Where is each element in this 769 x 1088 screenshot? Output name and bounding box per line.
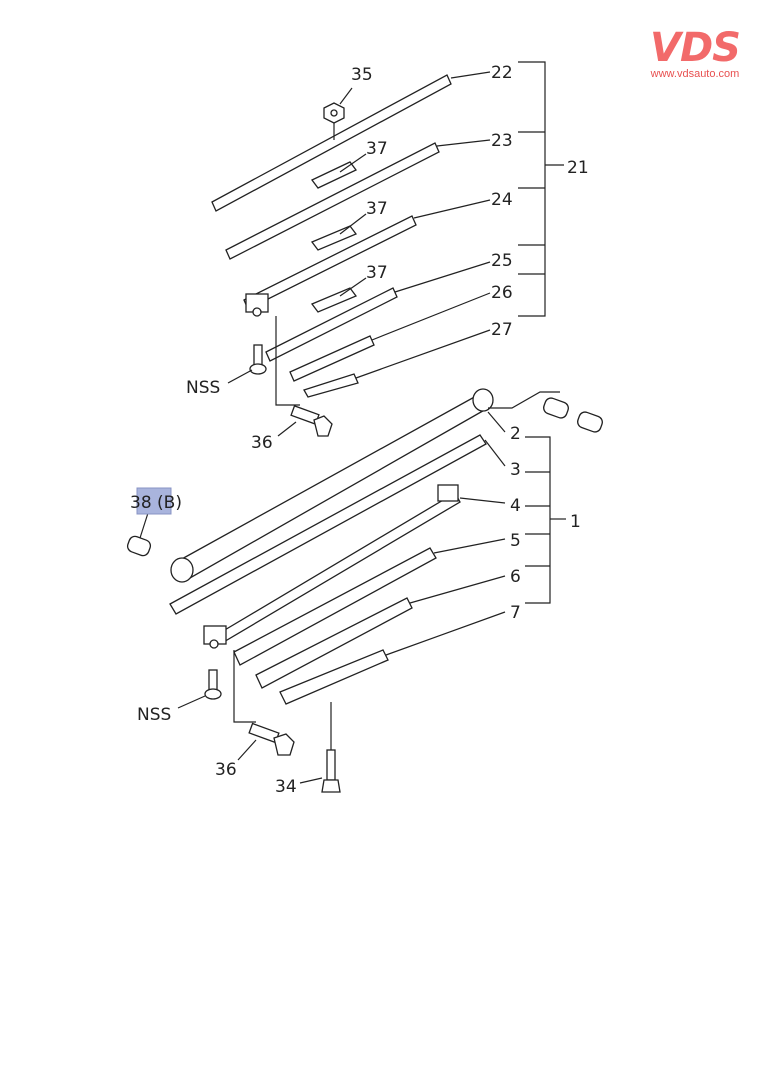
bushing-right-2[interactable] bbox=[576, 410, 604, 433]
nut-35[interactable] bbox=[323, 102, 345, 140]
callout-22[interactable]: 22 bbox=[491, 63, 513, 83]
lower-leaf-set bbox=[126, 388, 604, 793]
vds-logo: VDS www.vdsauto.com bbox=[630, 28, 760, 80]
spacer-37b[interactable] bbox=[310, 225, 358, 251]
leaf-25[interactable] bbox=[265, 287, 398, 362]
spacer-37c[interactable] bbox=[310, 287, 358, 313]
bolt-nss-lower[interactable] bbox=[204, 669, 222, 700]
bushing-38b[interactable] bbox=[126, 535, 152, 558]
callout-25[interactable]: 25 bbox=[491, 251, 513, 271]
callout-36-upper[interactable]: 36 bbox=[251, 433, 273, 453]
leaf-26[interactable] bbox=[289, 335, 375, 382]
clip-upper[interactable] bbox=[245, 293, 269, 317]
callout-1[interactable]: 1 bbox=[570, 512, 581, 532]
clip-lower-4[interactable] bbox=[437, 484, 459, 502]
callout-3[interactable]: 3 bbox=[510, 460, 521, 480]
leader-lines bbox=[139, 61, 566, 784]
bolt-nss-upper[interactable] bbox=[249, 344, 267, 375]
callout-37[interactable]: 37 bbox=[366, 139, 388, 159]
bolt-34[interactable] bbox=[321, 702, 341, 793]
clip-lower[interactable] bbox=[203, 625, 227, 649]
logo-url: www.vdsauto.com bbox=[650, 68, 740, 80]
leaf-3[interactable] bbox=[169, 434, 487, 615]
callout-26[interactable]: 26 bbox=[491, 283, 513, 303]
callout-35[interactable]: 35 bbox=[351, 65, 373, 85]
logo-mark: VDS bbox=[650, 25, 741, 71]
bolt-36-lower[interactable] bbox=[248, 722, 295, 756]
callout-21[interactable]: 21 bbox=[567, 158, 589, 178]
callout-7[interactable]: 7 bbox=[510, 603, 521, 623]
callout-nss-upper[interactable]: NSS bbox=[186, 378, 220, 398]
callout-4[interactable]: 4 bbox=[510, 496, 521, 516]
callout-2[interactable]: 2 bbox=[510, 424, 521, 444]
callout-27[interactable]: 27 bbox=[491, 320, 513, 340]
callout-37[interactable]: 37 bbox=[366, 263, 388, 283]
callout-6[interactable]: 6 bbox=[510, 567, 521, 587]
upper-leaf-set bbox=[211, 74, 452, 437]
bolt-36-upper[interactable] bbox=[290, 405, 333, 437]
callout-34[interactable]: 34 bbox=[275, 777, 297, 797]
callout-38b[interactable]: 38 (B) bbox=[130, 493, 182, 513]
bushing-right-1[interactable] bbox=[542, 396, 570, 419]
leaf-5[interactable] bbox=[233, 547, 437, 666]
callout-36-lower[interactable]: 36 bbox=[215, 760, 237, 780]
callout-38b-highlight bbox=[136, 487, 172, 515]
leaf-7[interactable] bbox=[279, 649, 389, 705]
callout-23[interactable]: 23 bbox=[491, 131, 513, 151]
callout-labels: 35 22 23 37 21 24 37 25 37 26 27 NSS 36 … bbox=[130, 63, 589, 797]
leaf-23[interactable] bbox=[225, 142, 440, 260]
leaf-22[interactable] bbox=[211, 74, 452, 212]
callout-24[interactable]: 24 bbox=[491, 190, 513, 210]
callout-5[interactable]: 5 bbox=[510, 531, 521, 551]
leaf-27[interactable] bbox=[303, 373, 359, 398]
leaf-6[interactable] bbox=[255, 597, 413, 689]
callout-nss-lower[interactable]: NSS bbox=[137, 705, 171, 725]
callout-37[interactable]: 37 bbox=[366, 199, 388, 219]
